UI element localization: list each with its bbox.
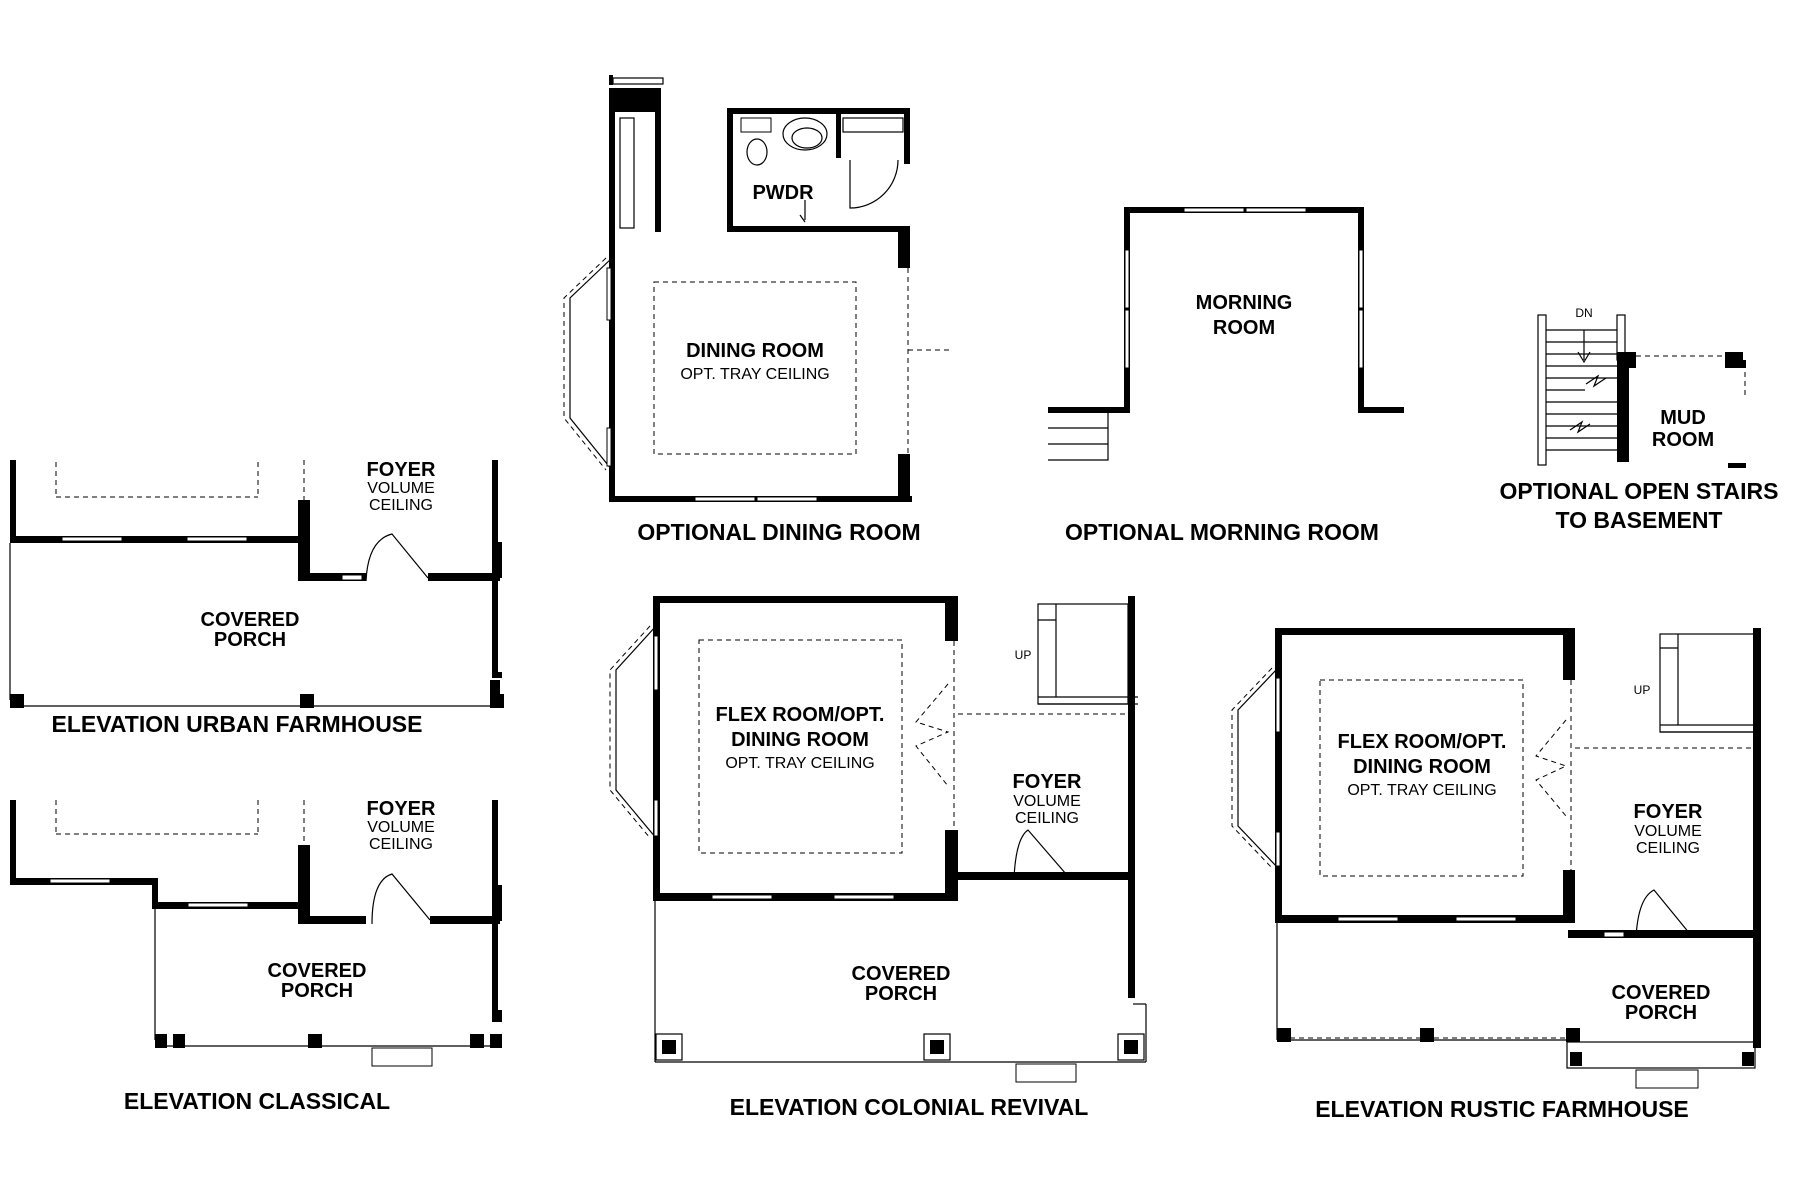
cr-flex-label-2: DINING ROOM	[731, 729, 869, 751]
pwdr-label: PWDR	[752, 182, 814, 204]
uf-foyer-sub-1: VOLUME	[367, 480, 435, 497]
cl-porch-label-2: PORCH	[281, 980, 353, 1002]
rf-porch-label-1: COVERED	[1612, 982, 1711, 1004]
cr-flex-sub: OPT. TRAY CEILING	[725, 755, 874, 772]
cr-porch-label-1: COVERED	[852, 963, 951, 985]
mud-label-2: ROOM	[1652, 429, 1714, 451]
cr-flex-label-1: FLEX ROOM/OPT.	[716, 704, 885, 726]
cl-foyer-sub-1: VOLUME	[367, 819, 435, 836]
uf-foyer-sub-2: CEILING	[369, 497, 433, 514]
cr-foyer-label: FOYER	[1013, 771, 1082, 793]
rf-porch-label-2: PORCH	[1625, 1002, 1697, 1024]
colonial-revival-plan: FLEX ROOM/OPT. DINING ROOM OPT. TRAY CEI…	[609, 596, 1147, 1120]
urban-farmhouse-caption: ELEVATION URBAN FARMHOUSE	[52, 711, 423, 737]
rf-flex-label-2: DINING ROOM	[1353, 756, 1491, 778]
morning-label-1: MORNING	[1196, 292, 1293, 314]
optional-dining-caption: OPTIONAL DINING ROOM	[637, 519, 920, 545]
optional-morning-room-plan: MORNING ROOM OPTIONAL MORNING ROOM	[1048, 207, 1404, 545]
rf-up-label: UP	[1634, 683, 1651, 697]
rf-foyer-sub-1: VOLUME	[1634, 823, 1702, 840]
rf-foyer-sub-2: CEILING	[1636, 840, 1700, 857]
colonial-revival-caption: ELEVATION COLONIAL REVIVAL	[730, 1094, 1089, 1120]
cl-porch-label-1: COVERED	[268, 960, 367, 982]
cr-foyer-sub-2: CEILING	[1015, 810, 1079, 827]
uf-porch-label-2: PORCH	[214, 629, 286, 651]
rf-foyer-label: FOYER	[1634, 801, 1703, 823]
uf-porch-label-1: COVERED	[201, 609, 300, 631]
cl-foyer-label: FOYER	[367, 798, 436, 820]
dining-room-sub: OPT. TRAY CEILING	[680, 366, 829, 383]
cr-up-label: UP	[1015, 648, 1032, 662]
open-stairs-caption-2: TO BASEMENT	[1556, 507, 1723, 533]
classical-plan: FOYER VOLUME CEILING COVERED PORCH ELEVA…	[10, 798, 502, 1114]
cr-porch-label-2: PORCH	[865, 983, 937, 1005]
morning-label-2: ROOM	[1213, 317, 1275, 339]
uf-foyer-label: FOYER	[367, 459, 436, 481]
open-stairs-caption-1: OPTIONAL OPEN STAIRS	[1499, 478, 1778, 504]
rf-flex-sub: OPT. TRAY CEILING	[1347, 782, 1496, 799]
optional-open-stairs-plan: DN MUD ROOM OPTIONAL OPEN STAIRS TO BASE…	[1499, 306, 1778, 533]
cr-foyer-sub-1: VOLUME	[1013, 793, 1081, 810]
rustic-farmhouse-caption: ELEVATION RUSTIC FARMHOUSE	[1315, 1096, 1689, 1122]
cl-foyer-sub-2: CEILING	[369, 836, 433, 853]
optional-morning-caption: OPTIONAL MORNING ROOM	[1065, 519, 1379, 545]
dn-label: DN	[1575, 306, 1592, 320]
rf-flex-label-1: FLEX ROOM/OPT.	[1338, 731, 1507, 753]
dining-room-label: DINING ROOM	[686, 340, 824, 362]
mud-label-1: MUD	[1660, 407, 1706, 429]
urban-farmhouse-plan: FOYER VOLUME CEILING COVERED PORCH ELEVA…	[9, 459, 504, 737]
classical-caption: ELEVATION CLASSICAL	[124, 1088, 390, 1114]
optional-dining-room-plan: PWDR DINING ROOM OPT. TRAY CEILING OPTIO…	[563, 75, 950, 545]
rustic-farmhouse-plan: FLEX ROOM/OPT. DINING ROOM OPT. TRAY CEI…	[1231, 628, 1761, 1122]
